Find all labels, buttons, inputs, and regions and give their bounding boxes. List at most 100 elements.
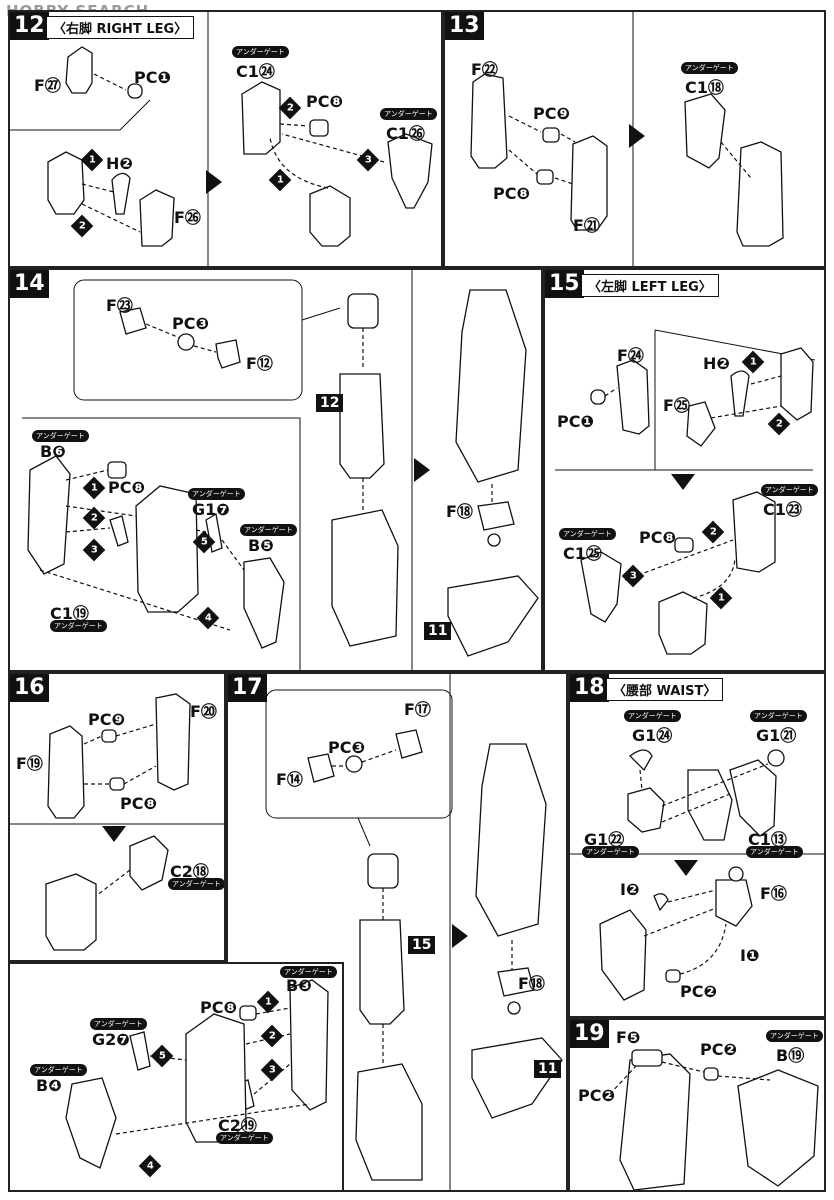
step-19-parts <box>609 1049 819 1190</box>
gate-badge: アンダーゲート <box>188 488 245 500</box>
part-label: F㉗ <box>34 76 61 95</box>
part-label: F㉒ <box>471 60 498 79</box>
part-label: F❺ <box>616 1028 641 1047</box>
step-12-panel: 12 〈右脚 RIGHT LEG〉 F㉗ PC❶ 1 H❷ F㉖ 2 アンダーゲ… <box>8 10 443 268</box>
step-number: 14 <box>10 270 49 298</box>
gate-badge: アンダーゲート <box>280 966 337 978</box>
gate-badge: アンダーゲート <box>30 1064 87 1076</box>
step-14-panel: 14 14 F㉓ PC❸ <box>8 268 543 672</box>
part-label: G1㉒ <box>584 830 625 849</box>
step-number: 15 <box>545 270 584 298</box>
reference-step-badge: 12 <box>316 394 344 412</box>
step-12-parts <box>10 12 433 266</box>
reference-step-badge: 11 <box>424 622 452 640</box>
step-19-panel: 19 F❺ PC❷ アンダーゲート B⑲ PC❷ <box>568 1018 826 1192</box>
part-label: F⑰ <box>404 700 431 719</box>
part-label: PC❸ <box>328 738 366 757</box>
part-label: PC❸ <box>172 314 210 333</box>
step-number: 17 <box>228 674 267 702</box>
part-label: F⑫ <box>246 354 273 373</box>
part-label: PC❽ <box>108 478 146 497</box>
part-label: C1㉕ <box>563 544 602 563</box>
step-18-panel: 18 〈腰部 WAIST〉 アンダーゲート G1㉔ アンダーゲート G1㉑ G1… <box>568 672 826 1018</box>
part-label: H❷ <box>703 354 730 373</box>
step-number: 18 <box>570 674 609 702</box>
step-17-panel: 17 F⑰ PC❸ F⑭ 15 F⑱ 11 <box>226 672 568 1192</box>
part-label: G1❼ <box>192 500 230 519</box>
part-label: PC❽ <box>120 794 158 813</box>
part-label: F⑱ <box>446 502 473 521</box>
part-label: F⑳ <box>190 702 217 721</box>
part-label: C1⑱ <box>685 78 724 97</box>
step-17-lower-assembly: アンダーゲート B❸ PC❽ 1 アンダーゲート G2❼ 2 5 アンダーゲート… <box>8 962 344 1192</box>
part-label: F㉔ <box>617 346 644 365</box>
part-label: G1㉔ <box>632 726 673 745</box>
part-label: B❻ <box>40 442 66 461</box>
gate-badge: アンダーゲート <box>32 430 89 442</box>
step-arrow <box>206 170 222 194</box>
step-number: 12 <box>10 12 49 40</box>
gate-badge: アンダーゲート <box>766 1030 823 1042</box>
part-label: I❶ <box>740 946 760 965</box>
part-label: I❷ <box>620 880 640 899</box>
step-arrow <box>671 474 695 490</box>
part-label: PC❽ <box>639 528 677 547</box>
part-label: C1㉔ <box>236 62 275 81</box>
part-label: F㉑ <box>573 216 600 235</box>
step-16-parts <box>10 693 224 951</box>
step-arrow <box>629 124 645 148</box>
gate-badge: アンダーゲート <box>168 878 224 890</box>
gate-badge: アンダーゲート <box>559 528 616 540</box>
part-label: C2⑱ <box>170 862 209 881</box>
part-label: PC❾ <box>533 104 571 123</box>
reference-step-badge: 15 <box>408 936 436 954</box>
step-13-panel: 13 F㉒ PC❾ PC❽ F㉑ アンダーゲート C1⑱ <box>443 10 826 268</box>
part-label: B❸ <box>286 976 312 995</box>
part-label: C1㉖ <box>386 124 425 143</box>
step-number: 16 <box>10 674 49 702</box>
part-label: G2❼ <box>92 1030 130 1049</box>
part-label: C1⑬ <box>748 830 787 849</box>
part-label: C1㉓ <box>763 500 802 519</box>
part-label: PC❽ <box>306 92 344 111</box>
step-17-lower-parts <box>65 979 329 1169</box>
step-arrow <box>102 826 126 842</box>
gate-badge: アンダーゲート <box>216 1132 273 1144</box>
part-label: G1㉑ <box>756 726 797 745</box>
part-label: B⑲ <box>776 1046 805 1065</box>
reference-step-badge: 11 <box>534 1060 562 1078</box>
step-13-parts <box>470 12 784 266</box>
gate-badge: アンダーゲート <box>750 710 807 722</box>
part-label: PC❽ <box>493 184 531 203</box>
step-title: 〈右脚 RIGHT LEG〉 <box>46 16 195 39</box>
part-label: F㉓ <box>106 296 133 315</box>
gate-badge: アンダーゲート <box>90 1018 147 1030</box>
step-arrow <box>674 860 698 876</box>
part-label: B❹ <box>36 1076 62 1095</box>
part-label: F⑱ <box>518 974 545 993</box>
step-number: 13 <box>445 12 484 40</box>
part-label: F⑯ <box>760 884 787 903</box>
part-label: PC❷ <box>680 982 718 1001</box>
step-number: 19 <box>570 1020 609 1048</box>
gate-badge: アンダーゲート <box>232 46 289 58</box>
part-label: PC❶ <box>557 412 595 431</box>
step-arrow <box>414 458 430 482</box>
gate-badge: アンダーゲート <box>746 846 803 858</box>
gate-badge: アンダーゲート <box>50 620 107 632</box>
part-label: F㉖ <box>174 208 201 227</box>
gate-badge: アンダーゲート <box>582 846 639 858</box>
step-14-parts <box>22 270 539 670</box>
part-label: H❷ <box>106 154 133 173</box>
part-label: F⑲ <box>16 754 43 773</box>
step-16-panel: 16 F⑳ PC❾ F⑲ PC❽ C2⑱ アンダーゲート <box>8 672 226 962</box>
step-title: 〈腰部 WAIST〉 <box>606 678 724 701</box>
part-label: PC❶ <box>134 68 172 87</box>
step-title: 〈左脚 LEFT LEG〉 <box>581 274 719 297</box>
step-18-parts <box>570 749 824 1001</box>
gate-badge: アンダーゲート <box>624 710 681 722</box>
gate-badge: アンダーゲート <box>681 62 738 74</box>
part-label: F㉕ <box>663 396 690 415</box>
part-label: PC❷ <box>700 1040 738 1059</box>
part-label: PC❾ <box>88 710 126 729</box>
